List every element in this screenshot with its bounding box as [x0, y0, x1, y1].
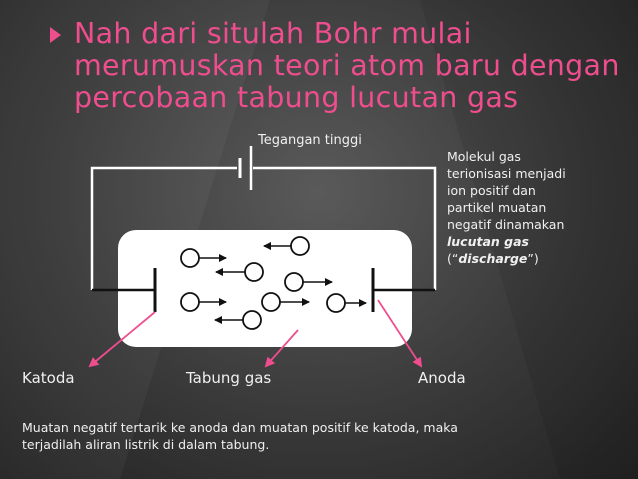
slide-title: Nah dari situlah Bohr mulai merumuskan t… [74, 18, 634, 114]
note-emphasis-text: lucutan gas [447, 234, 529, 249]
note-open-paren: (“ [447, 251, 459, 266]
title-line-3: percobaan tabung lucutan gas [74, 81, 519, 114]
note-emphasis: lucutan gas [447, 233, 617, 250]
title-line-1: Nah dari situlah Bohr mulai [74, 17, 472, 50]
ionization-note: Molekul gas terionisasi menjadi ion posi… [447, 148, 617, 267]
note-line: terionisasi menjadi [447, 166, 566, 181]
title-bullet-icon [50, 27, 61, 43]
note-line: ion positif dan [447, 183, 536, 198]
anode-pointer-arrow [377, 299, 423, 368]
note-line: partikel muatan [447, 200, 547, 215]
explanation-line: terjadilah aliran listrik di dalam tabun… [22, 437, 270, 452]
note-discharge-line: (“discharge”) [447, 250, 617, 267]
tube-label: Tabung gas [186, 369, 272, 387]
explanation-line: Muatan negatif tertarik ke anoda dan mua… [22, 420, 458, 435]
anode-label: Anoda [418, 369, 466, 387]
note-close-paren: ”) [527, 251, 539, 266]
title-line-2: merumuskan teori atom baru dengan [74, 49, 620, 82]
wire-left [90, 166, 237, 290]
tube-pointer-arrow [264, 329, 299, 368]
wire-right [253, 166, 437, 290]
note-discharge-text: discharge [458, 251, 528, 266]
note-line: Molekul gas [447, 149, 521, 164]
gas-tube [118, 230, 412, 347]
cathode-label: Katoda [22, 369, 75, 387]
explanation-text: Muatan negatif tertarik ke anoda dan mua… [22, 419, 622, 453]
voltage-label: Tegangan tinggi [258, 133, 362, 148]
cathode-pointer-arrow [88, 311, 156, 368]
note-line: negatif dinamakan [447, 217, 565, 232]
